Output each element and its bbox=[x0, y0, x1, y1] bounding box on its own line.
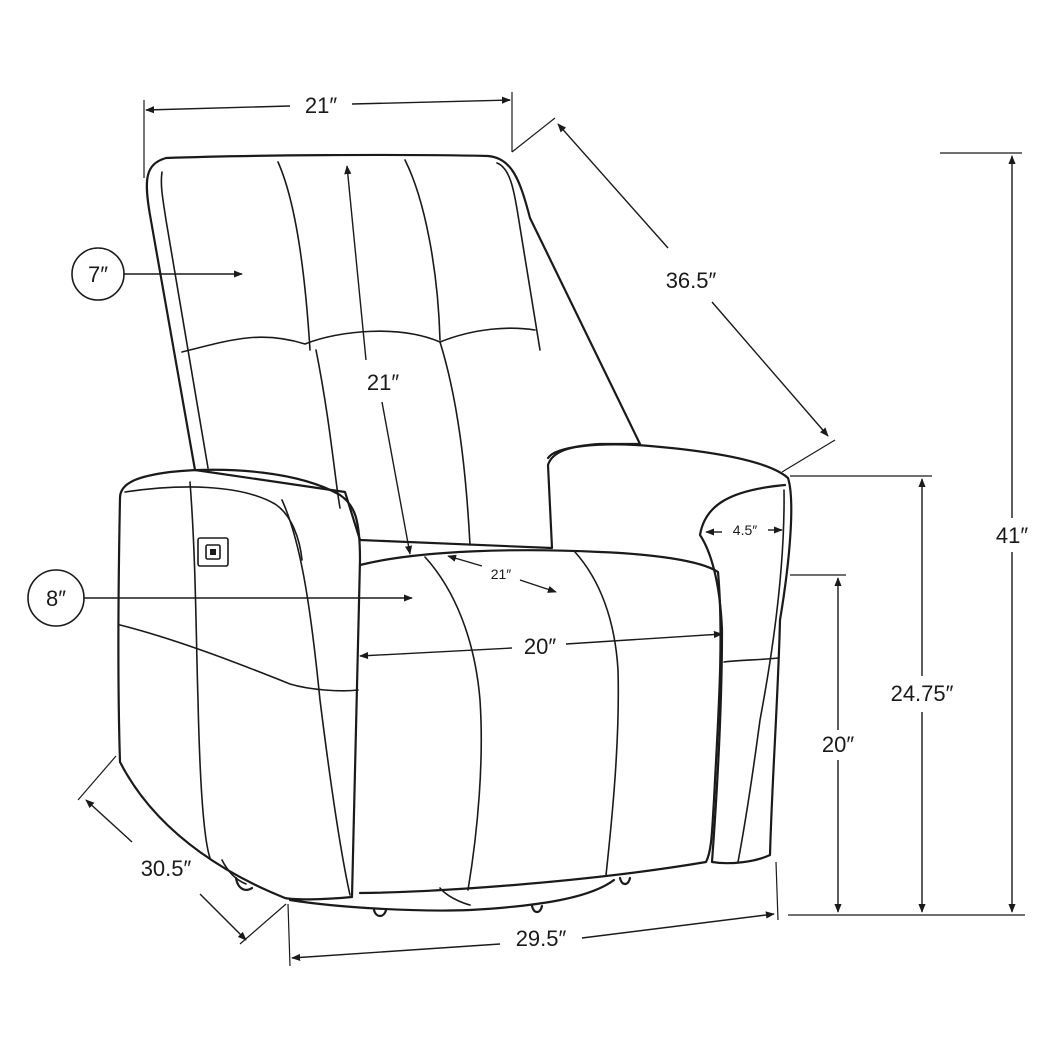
back-horizontal-seam bbox=[181, 327, 536, 353]
seat-seam-2 bbox=[574, 551, 620, 876]
dim-seat-width-right bbox=[565, 630, 723, 645]
dim-seat-width-left bbox=[359, 647, 513, 660]
label-back-height: 21″ bbox=[367, 370, 399, 395]
dim-overall-width-left bbox=[291, 943, 501, 962]
foot-back bbox=[618, 876, 632, 886]
dim-back-height-up bbox=[344, 165, 367, 361]
base-inner bbox=[439, 887, 471, 906]
dim-diag-down bbox=[711, 301, 829, 437]
ext-diag-top bbox=[511, 117, 556, 153]
backrest-inner-edge bbox=[160, 171, 209, 469]
back-seam-3 bbox=[315, 349, 341, 509]
label-side-depth: 30.5″ bbox=[141, 856, 192, 881]
backrest-frame bbox=[145, 153, 642, 550]
left-arm-front-panel bbox=[281, 499, 351, 896]
dim-top-width-right bbox=[351, 96, 511, 105]
left-arm bbox=[117, 468, 362, 901]
back-seam-1 bbox=[277, 161, 311, 351]
label-seat-callout: 8″ bbox=[46, 586, 66, 611]
backrest-inner-edge-right bbox=[496, 162, 541, 351]
dim-diag-up bbox=[557, 123, 669, 249]
label-diagonal-back: 36.5″ bbox=[666, 268, 717, 293]
chair-illustration bbox=[117, 153, 793, 918]
power-button-icon bbox=[205, 544, 221, 560]
ext-depth-back bbox=[77, 755, 117, 801]
power-button-panel bbox=[197, 537, 229, 567]
ext-width-right bbox=[775, 861, 779, 921]
left-arm-top-edge bbox=[124, 486, 303, 561]
dim-back-height-down bbox=[381, 401, 413, 555]
rocker-left bbox=[221, 859, 247, 885]
seat-seam-1 bbox=[424, 556, 483, 891]
swivel-base bbox=[288, 878, 616, 912]
label-arm-width: 4.5″ bbox=[733, 522, 757, 538]
dimension-lines bbox=[77, 92, 1025, 967]
dim-seat-depth-back bbox=[447, 554, 483, 567]
left-arm-side-seam bbox=[189, 481, 211, 859]
ext-depth-front bbox=[239, 903, 287, 945]
power-button-dot bbox=[210, 549, 216, 555]
foot-right bbox=[530, 904, 544, 914]
right-arm-inner bbox=[737, 489, 785, 863]
label-seat-width: 20″ bbox=[524, 634, 556, 659]
ext-diag-bottom bbox=[781, 439, 836, 473]
label-overall-width: 29.5″ bbox=[516, 926, 567, 951]
back-seam-4 bbox=[439, 341, 471, 546]
label-seat-depth: 21″ bbox=[491, 566, 512, 582]
dim-overall-width-right bbox=[581, 911, 775, 939]
label-arm-height: 24.75″ bbox=[891, 681, 954, 706]
callout-headrest-bubble bbox=[71, 247, 125, 301]
ext-width-left bbox=[287, 903, 291, 967]
right-arm-band bbox=[723, 657, 779, 663]
foot-left bbox=[234, 876, 254, 891]
left-arm-band bbox=[119, 624, 359, 692]
right-arm bbox=[546, 443, 793, 865]
dim-seat-depth-front bbox=[519, 579, 557, 593]
dim-top-width-left bbox=[145, 105, 291, 114]
label-top-width: 21″ bbox=[305, 93, 337, 118]
callout-seat-bubble bbox=[27, 569, 85, 627]
back-seam-2 bbox=[404, 159, 441, 341]
foot-mid bbox=[372, 908, 388, 918]
dimension-labels: 21″ 21″ 36.5″ 41″ 24.75″ 20″ 20″ 21″ 4.5… bbox=[46, 93, 1028, 951]
seat-cushion bbox=[358, 549, 722, 895]
dim-side-depth-front bbox=[199, 893, 247, 941]
dim-side-depth-back bbox=[85, 799, 133, 843]
label-headrest-callout: 7″ bbox=[88, 262, 108, 287]
label-seat-height: 20″ bbox=[822, 732, 854, 757]
label-overall-height: 41″ bbox=[996, 523, 1028, 548]
